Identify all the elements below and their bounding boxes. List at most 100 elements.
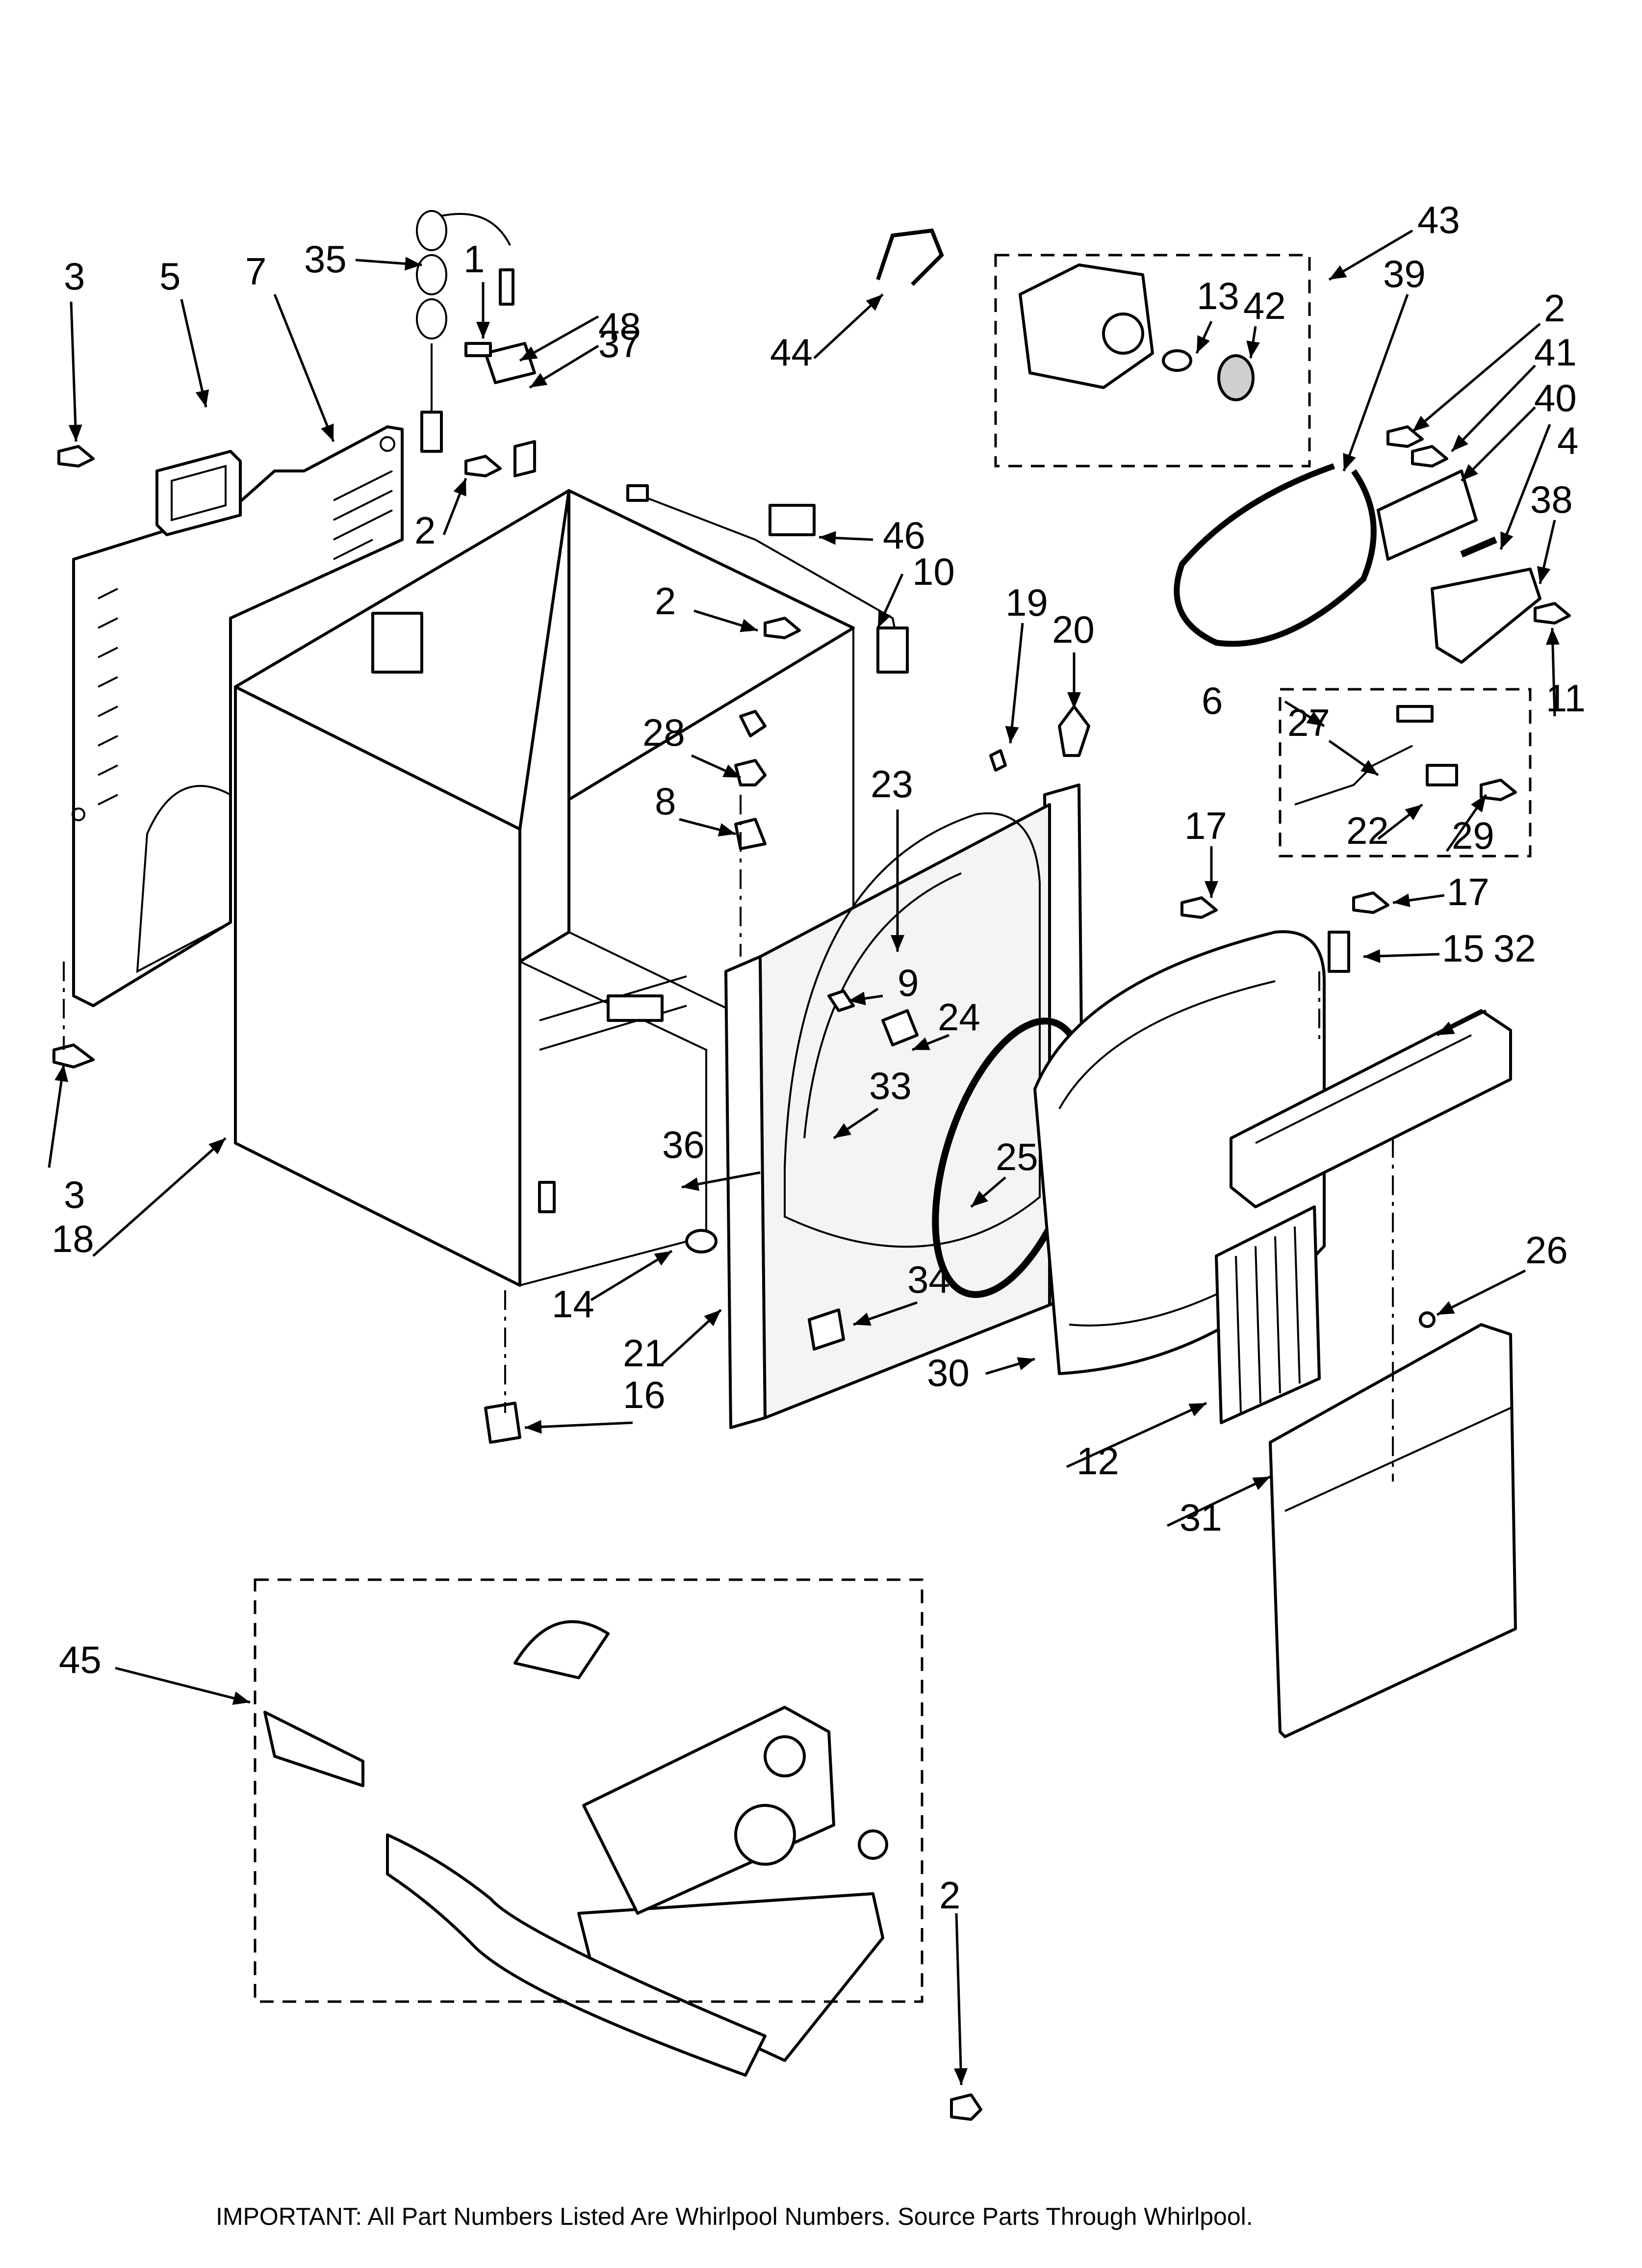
leader-arrowhead bbox=[1412, 416, 1430, 432]
leader-arrowhead bbox=[722, 764, 741, 778]
label-part bbox=[769, 504, 816, 536]
leader-arrowhead bbox=[1437, 1021, 1455, 1035]
callout-2: 2 bbox=[939, 1874, 960, 1917]
callout-13: 13 bbox=[1197, 274, 1239, 317]
callout-18: 18 bbox=[51, 1217, 94, 1260]
leader-arrowhead bbox=[1360, 760, 1378, 775]
leader-line bbox=[273, 294, 335, 442]
power-cord-part bbox=[416, 210, 511, 453]
leader-arrowhead bbox=[1437, 1301, 1455, 1315]
callout-32: 32 bbox=[1493, 927, 1536, 970]
callout-26: 26 bbox=[1525, 1228, 1568, 1272]
leader-arrowhead bbox=[1545, 628, 1560, 645]
footer-note: IMPORTANT: All Part Numbers Listed Are W… bbox=[216, 2203, 1253, 2230]
burner-group-box bbox=[254, 1578, 924, 2003]
callout-37: 37 bbox=[598, 322, 641, 365]
callout-11: 11 bbox=[1546, 677, 1586, 720]
leader-arrowhead bbox=[1017, 1357, 1035, 1371]
leader-arrowhead bbox=[530, 373, 548, 388]
callout-10: 10 bbox=[912, 550, 955, 593]
leader-arrowhead bbox=[1363, 949, 1381, 963]
leader-arrowhead bbox=[525, 1420, 542, 1434]
leader-arrowhead bbox=[208, 1138, 226, 1155]
callout-31: 31 bbox=[1180, 1496, 1222, 1539]
leader-arrowhead bbox=[1306, 711, 1324, 726]
callout-24: 24 bbox=[938, 995, 980, 1039]
motor-group-box bbox=[994, 254, 1311, 468]
leader-arrowhead bbox=[819, 531, 836, 545]
callout-17: 17 bbox=[1447, 870, 1489, 913]
callout-2: 2 bbox=[655, 579, 676, 623]
callout-43: 43 bbox=[1417, 198, 1460, 241]
leader-line bbox=[524, 1421, 633, 1429]
leader-arrowhead bbox=[405, 257, 422, 271]
callout-17: 17 bbox=[1184, 804, 1227, 847]
burner-assembly-part bbox=[263, 1620, 888, 2077]
callout-40: 40 bbox=[1534, 376, 1577, 419]
leader-arrowhead bbox=[1188, 1403, 1206, 1416]
callout-30: 30 bbox=[927, 1351, 970, 1394]
leader-line bbox=[1461, 406, 1536, 482]
leader-line bbox=[70, 301, 77, 442]
callout-23: 23 bbox=[871, 762, 913, 806]
callout-16: 16 bbox=[623, 1373, 666, 1416]
terminal-block-part bbox=[464, 268, 536, 477]
leader-arrowhead bbox=[866, 294, 883, 311]
leader-lines bbox=[48, 229, 1560, 2086]
leader-arrowhead bbox=[971, 1191, 988, 1207]
callout-29: 29 bbox=[1452, 814, 1494, 857]
leader-arrowhead bbox=[1343, 453, 1356, 471]
leader-arrowhead bbox=[1067, 692, 1081, 709]
leader-line bbox=[1066, 1402, 1207, 1468]
hardware-parts bbox=[52, 425, 1571, 2121]
callout-46: 46 bbox=[883, 514, 925, 557]
callout-41: 41 bbox=[1534, 331, 1577, 374]
callout-14: 14 bbox=[552, 1282, 594, 1326]
callout-7: 7 bbox=[245, 250, 266, 293]
callout-22: 22 bbox=[1346, 809, 1389, 852]
leader-arrowhead bbox=[1005, 726, 1019, 743]
callout-3: 3 bbox=[64, 1173, 85, 1216]
leader-arrowhead bbox=[476, 322, 490, 339]
callout-5: 5 bbox=[159, 255, 180, 298]
leader-arrowhead bbox=[1197, 335, 1210, 353]
callout-34: 34 bbox=[907, 1258, 950, 1301]
leader-arrowhead bbox=[1537, 566, 1551, 584]
callout-1: 1 bbox=[463, 237, 485, 281]
door-switch-part bbox=[1328, 931, 1350, 973]
leader-arrowhead bbox=[954, 2068, 968, 2085]
callout-28: 28 bbox=[642, 711, 685, 754]
leader-line bbox=[1499, 424, 1551, 550]
leader-line bbox=[92, 1137, 227, 1257]
leader-arrowhead bbox=[195, 389, 209, 407]
leader-arrowhead bbox=[321, 423, 334, 442]
callout-6: 6 bbox=[1202, 679, 1223, 722]
leader-line bbox=[180, 299, 207, 408]
leader-line bbox=[48, 1064, 65, 1168]
leader-arrowhead bbox=[520, 346, 538, 361]
callout-33: 33 bbox=[869, 1064, 912, 1107]
leader-arrowhead bbox=[1393, 893, 1411, 908]
leader-arrowhead bbox=[1329, 265, 1347, 280]
lint-filter-part bbox=[1215, 1205, 1321, 1424]
leader-arrowhead bbox=[453, 478, 466, 496]
leader-arrowhead bbox=[891, 935, 904, 952]
leader-arrowhead bbox=[848, 991, 866, 1006]
callout-48: 48 bbox=[598, 305, 641, 348]
callout-labels: 1 2 2 2 2 3 3 4 5 6 7 8 9 10 11 12 13 14… bbox=[51, 198, 1586, 1917]
callout-27: 27 bbox=[1287, 701, 1330, 744]
leader-arrowhead bbox=[1205, 881, 1218, 898]
leader-arrowhead bbox=[1405, 805, 1422, 820]
leader-arrowhead bbox=[54, 1065, 69, 1082]
leader-line bbox=[955, 1913, 963, 2086]
leader-arrowhead bbox=[1252, 1477, 1270, 1490]
callout-4: 4 bbox=[1557, 419, 1578, 462]
leader-arrowhead bbox=[878, 610, 891, 628]
wire-harness-part bbox=[626, 484, 909, 674]
harness-group-box bbox=[1279, 688, 1532, 858]
motor-bracket-part bbox=[876, 228, 944, 286]
callout-38: 38 bbox=[1530, 478, 1573, 521]
callout-39: 39 bbox=[1383, 252, 1426, 295]
alignment-lines bbox=[63, 795, 1394, 1482]
